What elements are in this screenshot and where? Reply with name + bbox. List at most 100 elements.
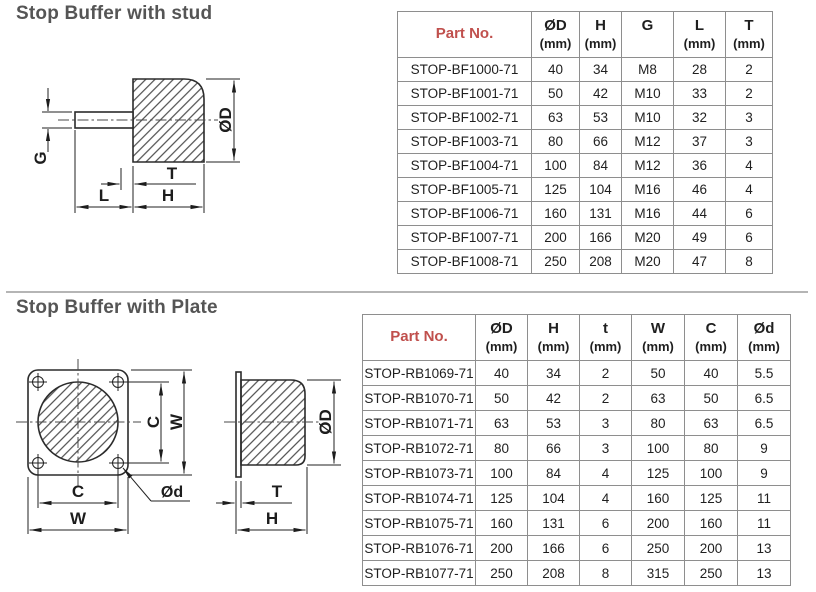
value-cell: 63 bbox=[531, 105, 580, 130]
value-cell: 250 bbox=[631, 535, 685, 561]
value-cell: 104 bbox=[579, 177, 622, 202]
buffer-body-shape bbox=[132, 78, 205, 163]
column-header-unit: (mm) bbox=[539, 35, 572, 51]
value-cell: 8 bbox=[579, 560, 632, 586]
value-cell: 13 bbox=[737, 535, 791, 561]
dimension-label-od-small: Ød bbox=[161, 484, 183, 501]
column-header-label: G bbox=[641, 17, 654, 35]
section-divider bbox=[6, 291, 808, 293]
value-cell: 4 bbox=[725, 177, 773, 202]
value-cell: M16 bbox=[621, 201, 674, 226]
dimension-label-od: ØD bbox=[216, 107, 235, 133]
stud-buffer-diagram: G ØD T L H bbox=[31, 78, 240, 213]
value-cell: 3 bbox=[579, 435, 632, 461]
value-cell: 4 bbox=[579, 460, 632, 486]
value-cell: M12 bbox=[621, 153, 674, 178]
value-cell: 104 bbox=[527, 485, 580, 511]
value-cell: M20 bbox=[621, 249, 674, 274]
dimension-label-h: H bbox=[266, 509, 278, 528]
column-header-label: H bbox=[548, 320, 559, 338]
dimension-label-t: T bbox=[167, 164, 178, 183]
column-header-label: T bbox=[744, 17, 754, 35]
value-cell: 166 bbox=[579, 225, 622, 250]
section-title-stud: Stop Buffer with stud bbox=[16, 3, 213, 24]
part-no-cell: STOP-BF1007-71 bbox=[397, 225, 532, 250]
column-header: W(mm) bbox=[631, 314, 685, 361]
column-header: t(mm) bbox=[579, 314, 632, 361]
value-cell: 33 bbox=[673, 81, 726, 106]
value-cell: 40 bbox=[531, 57, 580, 82]
column-header-unit: (mm) bbox=[733, 35, 765, 51]
value-cell: 8 bbox=[725, 249, 773, 274]
value-cell: 80 bbox=[631, 410, 685, 436]
column-header-unit bbox=[623, 36, 673, 52]
dimension-label-t: T bbox=[272, 482, 283, 501]
column-header-label: t bbox=[603, 320, 608, 338]
value-cell: 42 bbox=[579, 81, 622, 106]
dimension-label-w: W bbox=[70, 509, 87, 528]
value-cell: 53 bbox=[579, 105, 622, 130]
value-cell: 11 bbox=[737, 510, 791, 536]
value-cell: 37 bbox=[673, 129, 726, 154]
value-cell: 100 bbox=[684, 460, 738, 486]
value-cell: M16 bbox=[621, 177, 674, 202]
value-cell: 50 bbox=[475, 385, 528, 411]
part-no-cell: STOP-RB1077-71 bbox=[362, 560, 476, 586]
value-cell: 250 bbox=[531, 249, 580, 274]
column-header-label: H bbox=[595, 17, 606, 35]
value-cell: 34 bbox=[527, 360, 580, 386]
dimension-label-od: ØD bbox=[316, 409, 335, 435]
value-cell: 3 bbox=[579, 410, 632, 436]
part-no-header: Part No. bbox=[362, 314, 476, 361]
value-cell: 6 bbox=[579, 510, 632, 536]
value-cell: 36 bbox=[673, 153, 726, 178]
value-cell: 100 bbox=[531, 153, 580, 178]
value-cell: 80 bbox=[684, 435, 738, 461]
column-header: H(mm) bbox=[527, 314, 580, 361]
value-cell: 200 bbox=[531, 225, 580, 250]
value-cell: 4 bbox=[579, 485, 632, 511]
column-header: Ød(mm) bbox=[737, 314, 791, 361]
value-cell: 66 bbox=[579, 129, 622, 154]
value-cell: 28 bbox=[673, 57, 726, 82]
value-cell: 125 bbox=[531, 177, 580, 202]
value-cell: 46 bbox=[673, 177, 726, 202]
part-no-cell: STOP-BF1005-71 bbox=[397, 177, 532, 202]
part-no-cell: STOP-RB1075-71 bbox=[362, 510, 476, 536]
part-no-cell: STOP-RB1074-71 bbox=[362, 485, 476, 511]
value-cell: 80 bbox=[475, 435, 528, 461]
part-no-cell: STOP-BF1004-71 bbox=[397, 153, 532, 178]
value-cell: 50 bbox=[684, 385, 738, 411]
value-cell: 47 bbox=[673, 249, 726, 274]
part-no-cell: STOP-RB1073-71 bbox=[362, 460, 476, 486]
bolt-holes bbox=[29, 373, 127, 472]
part-no-cell: STOP-BF1000-71 bbox=[397, 57, 532, 82]
value-cell: 13 bbox=[737, 560, 791, 586]
value-cell: 200 bbox=[631, 510, 685, 536]
value-cell: 50 bbox=[531, 81, 580, 106]
part-no-cell: STOP-RB1070-71 bbox=[362, 385, 476, 411]
value-cell: 208 bbox=[527, 560, 580, 586]
value-cell: 6 bbox=[579, 535, 632, 561]
value-cell: M10 bbox=[621, 81, 674, 106]
value-cell: 50 bbox=[631, 360, 685, 386]
value-cell: 49 bbox=[673, 225, 726, 250]
part-no-cell: STOP-BF1001-71 bbox=[397, 81, 532, 106]
value-cell: M20 bbox=[621, 225, 674, 250]
column-header-unit: (mm) bbox=[584, 35, 617, 51]
column-header-label: W bbox=[650, 320, 666, 338]
dimension-label-c: C bbox=[144, 416, 163, 428]
column-header-unit: (mm) bbox=[537, 338, 570, 354]
column-header: C(mm) bbox=[684, 314, 738, 361]
value-cell: 125 bbox=[475, 485, 528, 511]
part-no-cell: STOP-RB1069-71 bbox=[362, 360, 476, 386]
value-cell: 63 bbox=[475, 410, 528, 436]
